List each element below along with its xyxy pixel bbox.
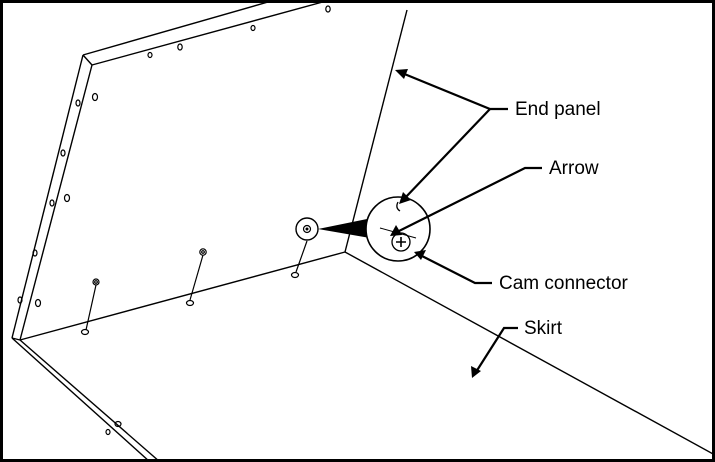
arrowhead-arrow <box>390 225 402 236</box>
arrowhead-end-panel-1 <box>395 69 408 79</box>
end-panel-outline <box>11 0 408 341</box>
arrowhead-skirt <box>471 366 481 378</box>
cam-bolts <box>85 240 308 331</box>
label-cam-connector: Cam connector <box>499 273 629 294</box>
leader-cam-connector <box>419 254 492 285</box>
label-end-panel: End panel <box>515 99 601 120</box>
arrowheads <box>390 69 481 378</box>
screw-holes <box>17 5 331 436</box>
callout-leaders <box>396 71 542 373</box>
arrowhead-cam-connector <box>414 250 426 260</box>
cam-detail-source <box>295 217 372 241</box>
bottom-edges <box>11 251 715 462</box>
leader-end-panel-1 <box>401 71 508 111</box>
label-arrow: Arrow <box>549 158 599 179</box>
leader-arrow <box>396 166 542 233</box>
arrowhead-end-panel-2 <box>399 192 411 204</box>
label-skirt: Skirt <box>524 318 563 339</box>
leader-end-panel-2 <box>403 108 491 200</box>
leader-skirt <box>475 326 518 373</box>
